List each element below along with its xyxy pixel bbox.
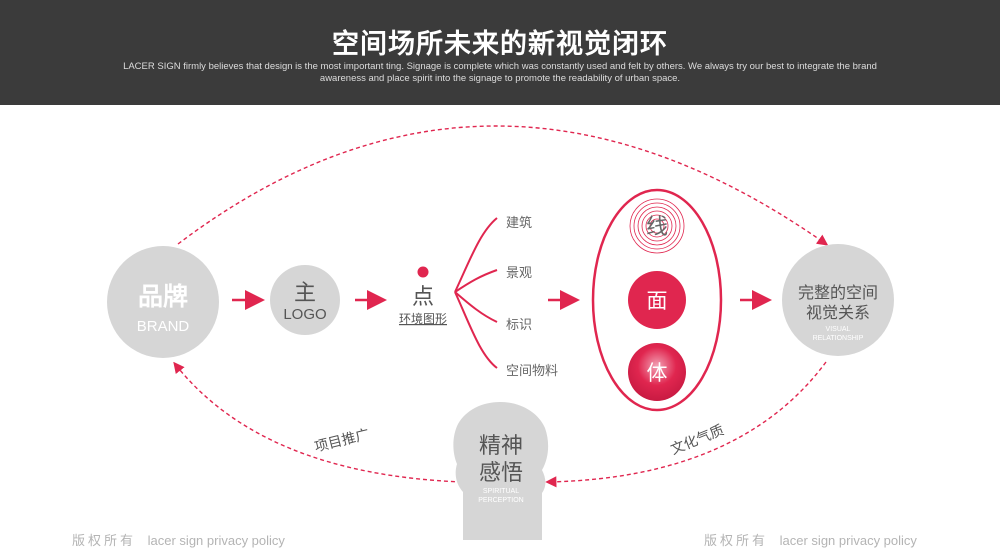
brand-en: BRAND xyxy=(137,318,190,335)
logo-cn: 主 xyxy=(294,281,316,306)
loop-arc-bottom-right xyxy=(545,361,827,488)
page-title: 空间场所未来的新视觉闭环 xyxy=(332,29,668,60)
page-subtitle: LACER SIGN firmly believes that design i… xyxy=(123,61,877,84)
form-ellipse xyxy=(591,188,723,412)
face-label: 面 xyxy=(647,289,668,313)
face-circle xyxy=(628,271,686,329)
point-dot xyxy=(417,266,429,278)
footer-right-en: lacer sign privacy policy xyxy=(779,533,917,548)
line-label: 线 xyxy=(646,215,668,240)
loop-label-promotion: 项目推广 xyxy=(313,427,371,456)
perception-cn1: 精神 xyxy=(479,434,523,459)
branch-architecture: 建筑 xyxy=(506,215,532,231)
footer-left: 版权所有 lacer sign privacy policy xyxy=(72,530,285,549)
loop-arc-bottom-left xyxy=(173,361,463,483)
point-sub: 环境图形 xyxy=(399,311,447,326)
perception-en1: SPIRITUAL xyxy=(483,488,519,495)
logo-circle xyxy=(270,265,340,335)
branch-space-material: 空间物料 xyxy=(506,364,558,379)
visual-cn2: 视觉关系 xyxy=(806,303,870,322)
visual-en2: RELATIONSHIP xyxy=(813,335,864,342)
point-cn: 点 xyxy=(412,285,434,310)
footer-right-cn: 版权所有 xyxy=(704,533,769,548)
brand-circle xyxy=(107,246,219,358)
body-label: 体 xyxy=(647,361,668,385)
visual-en1: VISUAL xyxy=(826,326,851,333)
loop-label-culture: 文化气质 xyxy=(669,422,727,458)
visual-cn1: 完整的空间 xyxy=(798,283,878,302)
perception-cn2: 感悟 xyxy=(479,461,523,486)
footer-right: 版权所有 lacer sign privacy policy xyxy=(704,530,917,549)
body-sphere xyxy=(628,343,686,401)
footer-left-cn: 版权所有 xyxy=(72,533,137,548)
branch-landscape: 景观 xyxy=(506,266,532,281)
branch-signage: 标识 xyxy=(506,318,532,333)
line-concentric-icon xyxy=(629,198,685,254)
visual-circle xyxy=(782,244,894,356)
head-silhouette-icon xyxy=(453,402,549,540)
branch-curves xyxy=(454,217,498,369)
perception-en2: PERCEPTION xyxy=(478,497,524,504)
footer-left-en: lacer sign privacy policy xyxy=(147,533,285,548)
brand-cn: 品牌 xyxy=(138,282,188,311)
header-bar: 空间场所未来的新视觉闭环 LACER SIGN firmly believes … xyxy=(0,0,1000,105)
loop-arc-top xyxy=(177,125,829,246)
logo-en: LOGO xyxy=(283,306,326,323)
